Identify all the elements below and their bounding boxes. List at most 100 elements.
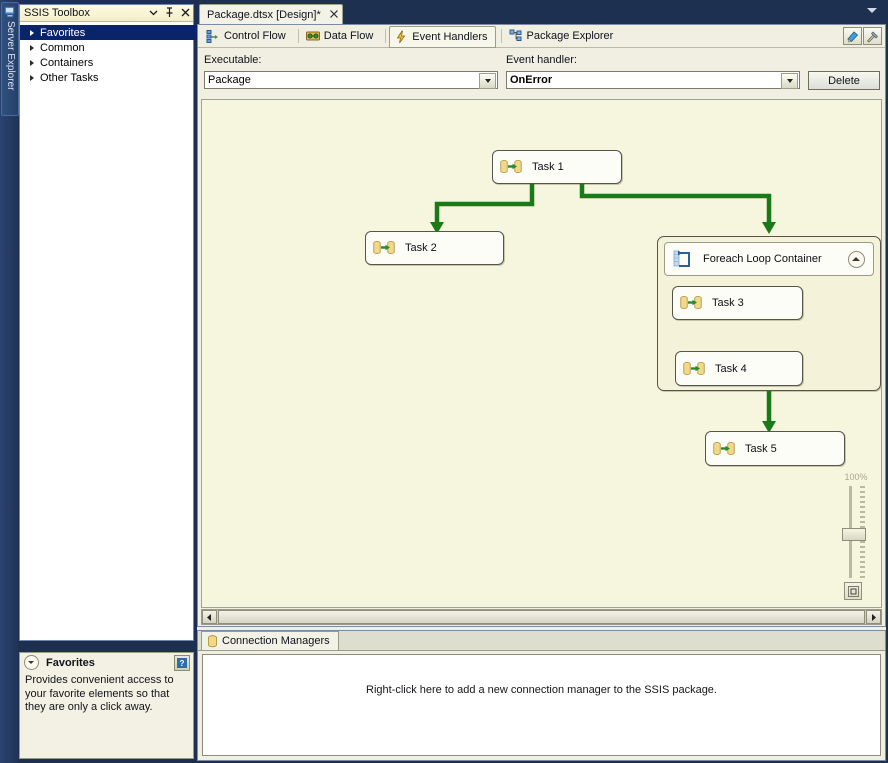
- tab-label: Connection Managers: [222, 635, 330, 647]
- fit-to-window-button[interactable]: [844, 582, 862, 600]
- task-box-task-5[interactable]: Task 5: [705, 431, 845, 466]
- favorites-pane-title: Favorites: [46, 656, 95, 669]
- svg-text:?: ?: [180, 659, 185, 668]
- document-area: Package.dtsx [Design]*: [197, 2, 886, 761]
- executable-combobox[interactable]: Package: [204, 71, 498, 89]
- toolbox-tree: Favorites Common Containers Other Tasks: [20, 23, 203, 640]
- server-explorer-tab[interactable]: Server Explorer: [1, 2, 19, 116]
- chevron-down-icon[interactable]: [148, 6, 159, 19]
- designer-frame: Control Flow Data Flow: [197, 24, 886, 627]
- tab-label: Package Explorer: [526, 30, 614, 42]
- toolbox-item-label: Common: [40, 41, 85, 54]
- tab-label: Control Flow: [224, 30, 286, 42]
- tab-connection-managers[interactable]: Connection Managers: [201, 631, 339, 650]
- data-flow-task-icon: [680, 295, 702, 311]
- toolbox-titlebar-buttons: [148, 6, 191, 19]
- pin-icon[interactable]: [164, 6, 175, 19]
- server-explorer-label: Server Explorer: [5, 21, 16, 91]
- toolbox-item-favorites[interactable]: Favorites: [20, 25, 203, 40]
- toolbox-item-common[interactable]: Common: [20, 40, 193, 55]
- task-box-task-4[interactable]: Task 4: [675, 351, 803, 386]
- toolbox-title: SSIS Toolbox: [24, 7, 90, 19]
- designer-toolbar-buttons: [843, 27, 882, 45]
- arrowhead: [430, 222, 444, 234]
- canvas-horizontal-scrollbar[interactable]: [201, 609, 882, 625]
- connection-managers-hint: Right-click here to add a new connection…: [366, 684, 717, 696]
- favorites-pane-description: Provides convenient access to your favor…: [25, 674, 174, 713]
- chevron-right-icon: [30, 44, 34, 51]
- task-label: Task 1: [532, 161, 564, 173]
- close-icon[interactable]: [180, 6, 191, 19]
- zoom-slider-control[interactable]: 100%: [841, 472, 873, 600]
- chevron-down-icon[interactable]: [781, 73, 798, 89]
- document-tab-label: Package.dtsx [Design]*: [207, 9, 321, 21]
- toolbox-item-other-tasks[interactable]: Other Tasks: [20, 70, 193, 85]
- close-icon[interactable]: [329, 9, 338, 21]
- data-flow-task-icon: [713, 441, 735, 457]
- highlight-button[interactable]: [843, 27, 862, 45]
- event-handlers-icon: [394, 30, 408, 44]
- data-flow-icon: [305, 29, 320, 43]
- event-handler-label: Event handler:: [506, 54, 577, 66]
- tab-package-explorer[interactable]: Package Explorer: [505, 27, 621, 45]
- task-box-task-2[interactable]: Task 2: [365, 231, 504, 265]
- canvas-surface: Foreach Loop Container: [202, 100, 881, 607]
- event-handler-combobox[interactable]: OnError: [506, 71, 800, 89]
- zoom-percent-label: 100%: [844, 472, 868, 482]
- tab-overflow-chevron-icon[interactable]: [867, 8, 877, 13]
- toolbox-item-label: Favorites: [40, 26, 86, 39]
- task-box-task-1[interactable]: Task 1: [492, 150, 622, 184]
- left-dock-strip: Server Explorer: [0, 0, 19, 763]
- document-tab-package-dtsx[interactable]: Package.dtsx [Design]*: [199, 4, 343, 25]
- ssis-toolbox-panel: SSIS Toolbox Favorites: [19, 4, 203, 641]
- favorites-pane-header[interactable]: Favorites ?: [20, 653, 193, 672]
- scroll-left-button[interactable]: [202, 610, 217, 624]
- arrowhead: [762, 421, 776, 433]
- toolbox-item-label: Containers: [40, 56, 94, 69]
- favorites-description-pane: Favorites ? Provides convenient access t…: [19, 652, 194, 759]
- divider: [297, 29, 299, 43]
- executable-label: Executable:: [204, 54, 262, 66]
- event-handler-value: OnError: [510, 74, 553, 86]
- control-flow-icon: [206, 29, 220, 43]
- executable-value: Package: [208, 74, 251, 86]
- connection-managers-tabstrip: Connection Managers: [198, 631, 885, 651]
- server-explorer-icon: [4, 6, 16, 18]
- connection-managers-surface[interactable]: Right-click here to add a new connection…: [202, 654, 881, 756]
- fit-to-window-icon: [847, 585, 859, 597]
- tab-event-handlers[interactable]: Event Handlers: [389, 26, 496, 48]
- scrollbar-thumb[interactable]: [218, 610, 865, 624]
- task-label: Task 2: [405, 242, 437, 254]
- chevron-right-icon: [30, 59, 34, 66]
- data-flow-task-icon: [500, 159, 522, 175]
- chevron-up-icon[interactable]: [24, 655, 39, 670]
- tab-data-flow[interactable]: Data Flow: [302, 27, 381, 45]
- container-header[interactable]: Foreach Loop Container: [664, 242, 874, 276]
- container-label: Foreach Loop Container: [703, 253, 822, 265]
- tab-label: Event Handlers: [412, 31, 488, 43]
- scroll-right-button[interactable]: [866, 610, 881, 624]
- toolbox-titlebar: SSIS Toolbox: [20, 5, 193, 22]
- arrowhead: [762, 222, 776, 234]
- delete-button[interactable]: Delete: [808, 71, 880, 90]
- foreach-loop-icon: [673, 249, 693, 269]
- event-handler-selection-bar: Executable: Package Event handler: OnErr…: [198, 48, 885, 98]
- tab-control-flow[interactable]: Control Flow: [202, 27, 293, 45]
- delete-button-label: Delete: [828, 74, 860, 87]
- package-explorer-icon: [509, 29, 523, 43]
- help-icon[interactable]: ?: [174, 655, 190, 671]
- connection-managers-pane: Connection Managers Right-click here to …: [197, 630, 886, 761]
- task-box-task-3[interactable]: Task 3: [672, 286, 803, 320]
- data-flow-task-icon: [373, 240, 395, 256]
- toolbox-item-containers[interactable]: Containers: [20, 55, 193, 70]
- collapse-icon[interactable]: [848, 251, 865, 268]
- zoom-thumb[interactable]: [842, 528, 866, 541]
- chevron-right-icon: [30, 74, 34, 81]
- divider: [500, 29, 502, 43]
- toolbox-item-label: Other Tasks: [40, 71, 99, 84]
- tools-button[interactable]: [863, 27, 882, 45]
- chevron-right-icon: [30, 29, 34, 36]
- event-handler-canvas[interactable]: Foreach Loop Container: [201, 99, 882, 608]
- chevron-down-icon[interactable]: [479, 73, 496, 89]
